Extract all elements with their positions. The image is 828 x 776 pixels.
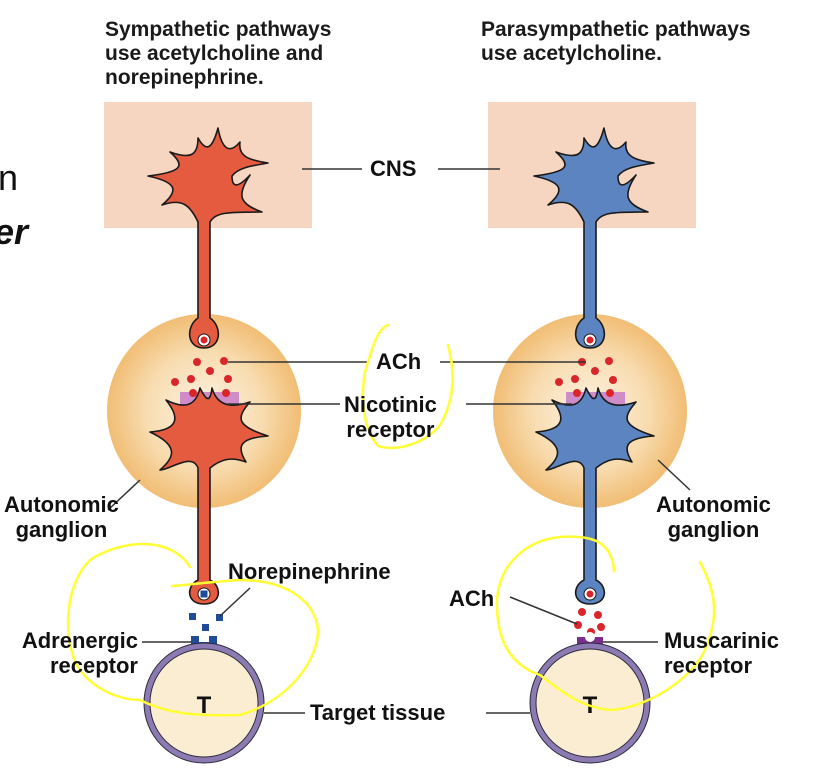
label-muscarinic-receptor: Muscarinic receptor <box>664 628 779 678</box>
label-cns: CNS <box>370 156 417 181</box>
label-norepinephrine: Norepinephrine <box>228 559 391 584</box>
slide-text-fragment-1: n <box>0 157 19 198</box>
sympathetic-title: Sympathetic pathways use acetylcholine a… <box>105 18 332 89</box>
highlight-ach-nicotinic <box>361 323 454 450</box>
label-adrenergic-receptor: Adrenergic receptor <box>21 628 138 678</box>
ach-molecules-right <box>555 357 617 397</box>
highlight-annotations <box>66 323 716 717</box>
parasympathetic-postganglionic-neuron <box>535 387 655 605</box>
target-letter-left: T <box>197 692 212 719</box>
label-autonomic-ganglion-right: Autonomic ganglion <box>656 492 771 542</box>
highlight-sympathetic-target <box>66 542 320 717</box>
label-autonomic-ganglion-left: Autonomic ganglion <box>4 492 119 542</box>
parasympathetic-title: Parasympathetic pathways use acetylcholi… <box>481 18 751 65</box>
label-target-tissue: Target tissue <box>310 700 446 725</box>
target-tissue-right <box>530 643 650 763</box>
norepinephrine-molecules <box>189 613 223 631</box>
leader-lines <box>107 168 691 714</box>
ach-molecules-target <box>574 608 605 636</box>
sympathetic-postganglionic-neuron <box>149 387 269 605</box>
slide-text-fragment-2: er <box>0 211 29 252</box>
sympathetic-preganglionic-neuron <box>147 127 269 349</box>
highlight-parasympathetic-target <box>495 535 716 712</box>
label-nicotinic-receptor: Nicotinic receptor <box>344 392 437 442</box>
label-ach-right: ACh <box>449 586 495 611</box>
parasympathetic-preganglionic-neuron <box>533 127 655 349</box>
label-ach-center: ACh <box>376 349 422 374</box>
ach-molecules-left <box>171 357 232 397</box>
